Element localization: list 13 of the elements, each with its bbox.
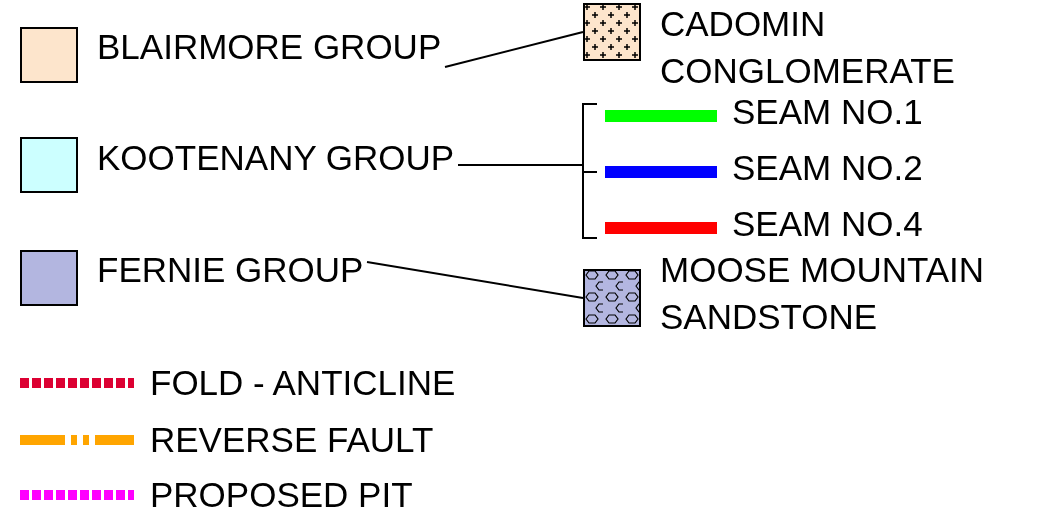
legend-label: REVERSE FAULT [150, 419, 434, 461]
group-label: KOOTENANY GROUP [97, 136, 507, 180]
node-label: CADOMIN CONGLOMERATE [660, 3, 956, 92]
hexagon-pattern-swatch [583, 269, 641, 327]
leader-line [366, 261, 584, 299]
group-label: FERNIE GROUP [97, 248, 507, 292]
group-label: BLAIRMORE GROUP [97, 25, 507, 69]
legend-label: PROPOSED PIT [150, 474, 413, 512]
node-label: MOOSE MOUNTAIN SANDSTONE [660, 249, 986, 338]
plus-pattern-swatch [583, 3, 641, 61]
legend-label: FOLD - ANTICLINE [150, 362, 456, 404]
leader-line [457, 164, 598, 239]
leader-line [444, 31, 584, 68]
